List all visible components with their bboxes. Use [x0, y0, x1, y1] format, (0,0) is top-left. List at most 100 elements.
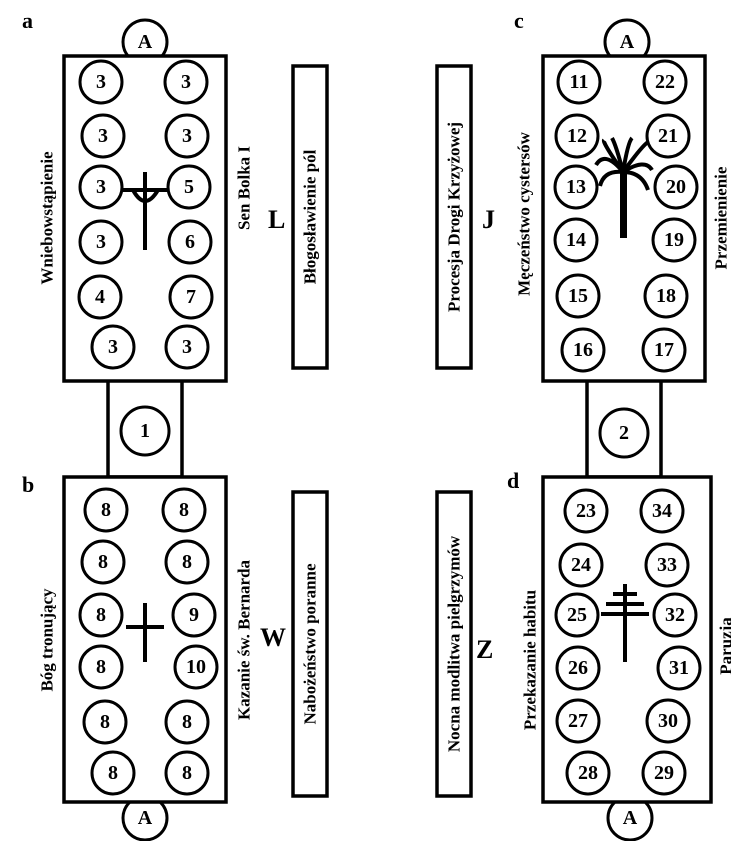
- seat-number: 23: [576, 500, 596, 522]
- seat-circle: [553, 217, 599, 263]
- seat-circle: [560, 327, 606, 373]
- seat-number: 3: [98, 125, 108, 147]
- corridor-right-number: 2: [619, 422, 629, 444]
- seat-circle: [644, 542, 690, 588]
- altar-a-label: A: [138, 31, 153, 53]
- seat-circle: [554, 113, 600, 159]
- panel-letter-a: a: [22, 8, 33, 33]
- seat-circle: [645, 113, 691, 159]
- seat-number: 20: [666, 176, 686, 198]
- seat-number: 22: [655, 71, 675, 93]
- panel-letter-d: d: [507, 468, 519, 493]
- seat-circle: [163, 59, 209, 105]
- seat-circle: [642, 59, 688, 105]
- banner-L-box: [291, 64, 329, 370]
- seat-number: 8: [100, 711, 110, 733]
- seat-number: 3: [96, 231, 106, 253]
- seat-number: 8: [179, 499, 189, 521]
- panel-letter-c: c: [514, 8, 524, 33]
- seat-number: 33: [657, 554, 677, 576]
- seat-circle: [164, 324, 210, 370]
- banner-J-text: Procesja Drogi Krzyżowej: [445, 122, 464, 312]
- altar-d-label: A: [623, 807, 638, 829]
- seat-number: 3: [108, 336, 118, 358]
- seat-number: 31: [669, 657, 689, 679]
- seat-number: 8: [96, 604, 106, 626]
- seat-circle: [78, 592, 124, 638]
- seat-circle: [166, 164, 212, 210]
- seat-number: 3: [96, 176, 106, 198]
- seat-number: 8: [182, 711, 192, 733]
- seat-number: 30: [658, 710, 678, 732]
- seat-number: 16: [573, 339, 593, 361]
- seat-circle: [78, 59, 124, 105]
- palm-tree-icon: [594, 136, 654, 238]
- seat-circle: [556, 59, 602, 105]
- seat-circle: [90, 750, 136, 796]
- latin-cross-icon: [126, 603, 164, 662]
- seat-circle: [652, 592, 698, 638]
- seat-number: 8: [182, 551, 192, 573]
- panel-letter-b: b: [22, 472, 34, 497]
- seat-circle: [164, 539, 210, 585]
- seat-circle: [83, 487, 129, 533]
- seat-number: 8: [96, 656, 106, 678]
- seat-number: 9: [189, 604, 199, 626]
- seat-number: 8: [182, 762, 192, 784]
- seat-circle: [643, 273, 689, 319]
- banner-L-text: Błogosławienie pól: [301, 149, 320, 284]
- letter-L: L: [268, 205, 285, 234]
- banner-W-text: Nabożeństwo poranne: [301, 563, 320, 724]
- letter-J: J: [482, 205, 495, 234]
- seat-circle: [171, 592, 217, 638]
- seat-circle: [653, 164, 699, 210]
- label-przekazanie-habitu: Przekazanie habitu: [521, 590, 540, 730]
- seat-number: 4: [95, 286, 105, 308]
- corridor-left-number: 1: [140, 420, 150, 442]
- banner-Z-text: Nocna modlitwa pielgrzymów: [445, 535, 464, 752]
- seat-circle: [167, 219, 213, 265]
- seat-circle: [555, 645, 601, 691]
- seat-circle: [641, 327, 687, 373]
- corridor-left-circle: [119, 405, 171, 457]
- seat-number: 24: [571, 554, 591, 576]
- label-sen-bolka: Sen Bolka I: [235, 146, 254, 230]
- seat-circle: [645, 698, 691, 744]
- seat-circle: [565, 750, 611, 796]
- label-meczenstwo: Męczeństwo cystersów: [515, 131, 534, 296]
- seat-number: 3: [182, 336, 192, 358]
- altar-b-label: A: [138, 807, 153, 829]
- seat-circle: [77, 274, 123, 320]
- seat-circle: [641, 750, 687, 796]
- banner-Z-box: [435, 490, 473, 798]
- seat-circle: [78, 164, 124, 210]
- altar-c-label: A: [620, 31, 635, 53]
- seat-circle: [651, 217, 697, 263]
- label-kazanie: Kazanie św. Bernarda: [235, 559, 254, 720]
- seat-circle: [553, 164, 599, 210]
- seat-number: 8: [101, 499, 111, 521]
- patriarchal-cross-icon: [601, 584, 649, 662]
- seat-number: 32: [665, 604, 685, 626]
- label-paruzja: Paruzja: [717, 617, 731, 675]
- seat-number: 7: [186, 286, 196, 308]
- seat-circle: [639, 488, 685, 534]
- seat-number: 19: [664, 229, 684, 251]
- label-wniebowstapienie: Wniebowstąpienie: [38, 151, 57, 285]
- corridor-right-circle: [598, 407, 650, 459]
- seat-number: 13: [566, 176, 586, 198]
- seat-number: 8: [108, 762, 118, 784]
- seat-number: 11: [570, 71, 589, 93]
- seat-circle: [555, 273, 601, 319]
- label-bog-tronujacy: Bóg tronujący: [38, 588, 57, 692]
- seat-circle: [563, 488, 609, 534]
- seat-number: 12: [567, 125, 587, 147]
- seat-circle: [164, 750, 210, 796]
- anchor-cross-icon: [122, 172, 168, 250]
- seat-circle: [168, 274, 214, 320]
